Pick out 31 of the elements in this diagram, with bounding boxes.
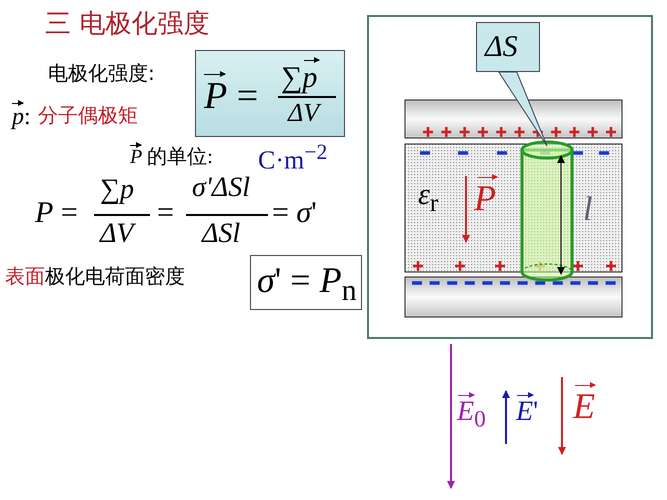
- label-text: 电极化强度:: [48, 62, 155, 85]
- formula-text: ΔV: [100, 218, 134, 250]
- formula-box: [195, 50, 345, 137]
- formula-text: P =: [204, 69, 258, 119]
- symbol-text: E: [573, 380, 595, 428]
- symbol-text: E': [516, 390, 538, 428]
- unit-text: C·m$^{−2}$: [258, 140, 328, 176]
- formula-text: ∑p: [100, 174, 134, 206]
- leader-line: [498, 72, 548, 146]
- label-text: 分子偶极矩: [38, 104, 138, 127]
- label-text: P 的单位:: [130, 140, 213, 169]
- formula-text: ∑p: [281, 55, 318, 96]
- formula-text: σ' = P$_{n}$: [257, 260, 357, 309]
- formula-text: ΔV: [288, 98, 320, 128]
- symbol-text: l: [583, 190, 592, 230]
- symbol-text: ε$_{r}$: [418, 178, 438, 219]
- formula-text: = σ': [272, 196, 317, 230]
- formula-text: σ'ΔSl: [192, 172, 250, 204]
- callout-text: ΔS: [485, 30, 518, 64]
- formula-box: [250, 255, 362, 310]
- symbol-text: p:: [12, 98, 31, 132]
- formula-text: ΔSl: [202, 218, 240, 250]
- cylinder: [520, 140, 574, 282]
- label-text: 表面: [5, 265, 45, 288]
- symbol-text: E$_{0}$: [457, 390, 486, 434]
- formula-text: P =: [35, 196, 78, 230]
- callout-box: [476, 22, 540, 72]
- heading: 三 电极化强度: [45, 10, 210, 40]
- label-text: 极化电荷面密度: [45, 265, 185, 288]
- formula-text: =: [157, 196, 174, 230]
- symbol-text: P: [474, 172, 496, 220]
